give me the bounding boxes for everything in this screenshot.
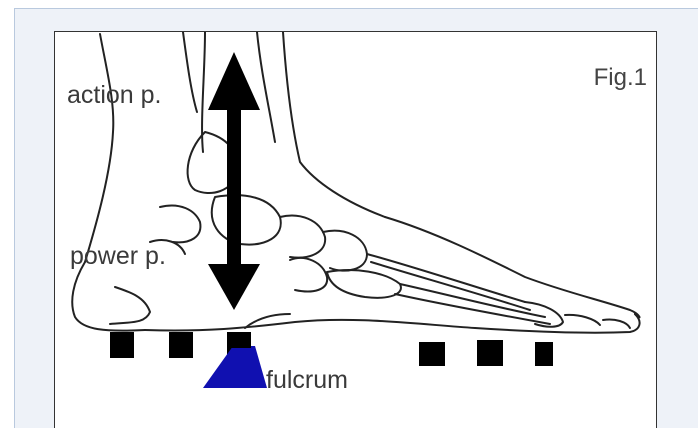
fulcrum-label: fulcrum — [266, 368, 348, 393]
sensor-square-icon — [535, 342, 553, 366]
double-arrow-icon — [208, 52, 260, 310]
figure-label: Fig.1 — [594, 66, 647, 90]
sensor-square-icon — [169, 332, 193, 358]
sensor-markers — [110, 332, 553, 366]
sensor-square-icon — [477, 340, 503, 366]
sensor-square-icon — [419, 342, 445, 366]
foot-outline — [72, 32, 639, 333]
fulcrum-post — [231, 332, 251, 348]
figure-canvas: Fig.1 action p. power p. fulcrum — [54, 31, 657, 428]
sensor-square-icon — [110, 332, 134, 358]
power-point-label: power p. — [70, 244, 166, 269]
action-point-label: action p. — [67, 83, 162, 108]
fulcrum-triangle-icon — [203, 346, 267, 388]
